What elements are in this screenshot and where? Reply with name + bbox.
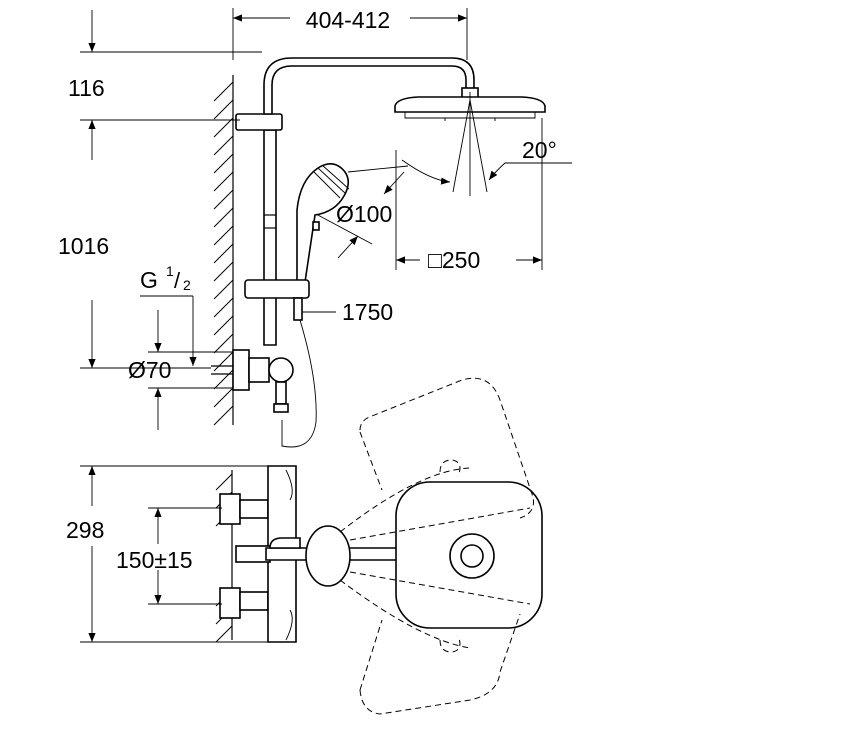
dim-hand-shower-label: Ø100 [336,201,392,227]
dim-inlet-centres-label: 150±15 [116,547,193,573]
shower-hose [281,319,317,448]
dim-inlet-centres [148,507,222,605]
hand-shower [244,163,350,321]
dim-thread-denominator: 2 [183,277,191,293]
dim-thread-letter: G [140,267,158,293]
swivel-dashed-outlines [339,377,534,715]
dim-head-size [395,118,543,270]
dim-rosette-label: Ø70 [128,357,171,383]
dim-head-size-label: □250 [428,247,480,273]
dim-arm-reach-label: 404-412 [306,7,390,33]
dim-thread-numerator: 1 [166,263,174,279]
dim-thread-slash: / [174,268,181,293]
dim-hand-shower [315,165,409,259]
dim-rosette [148,310,233,430]
dim-mixer-depth [80,465,268,643]
spray-angle-lines [401,92,572,196]
wall-connection [211,349,294,413]
head-shower-top-view [395,481,543,629]
dim-arm-reach [232,8,468,60]
dim-rail-height [80,120,211,369]
dim-rail-height-label: 1016 [58,233,109,259]
dim-mixer-depth-label: 298 [66,517,104,543]
dim-hose-label: 1750 [342,299,393,325]
dim-head-drop-label: 116 [68,75,105,101]
dim-thread [140,295,197,366]
wall-hatching [213,75,234,426]
dim-spray-angle-label: 20° [522,137,557,163]
dim-head-drop [80,10,262,121]
